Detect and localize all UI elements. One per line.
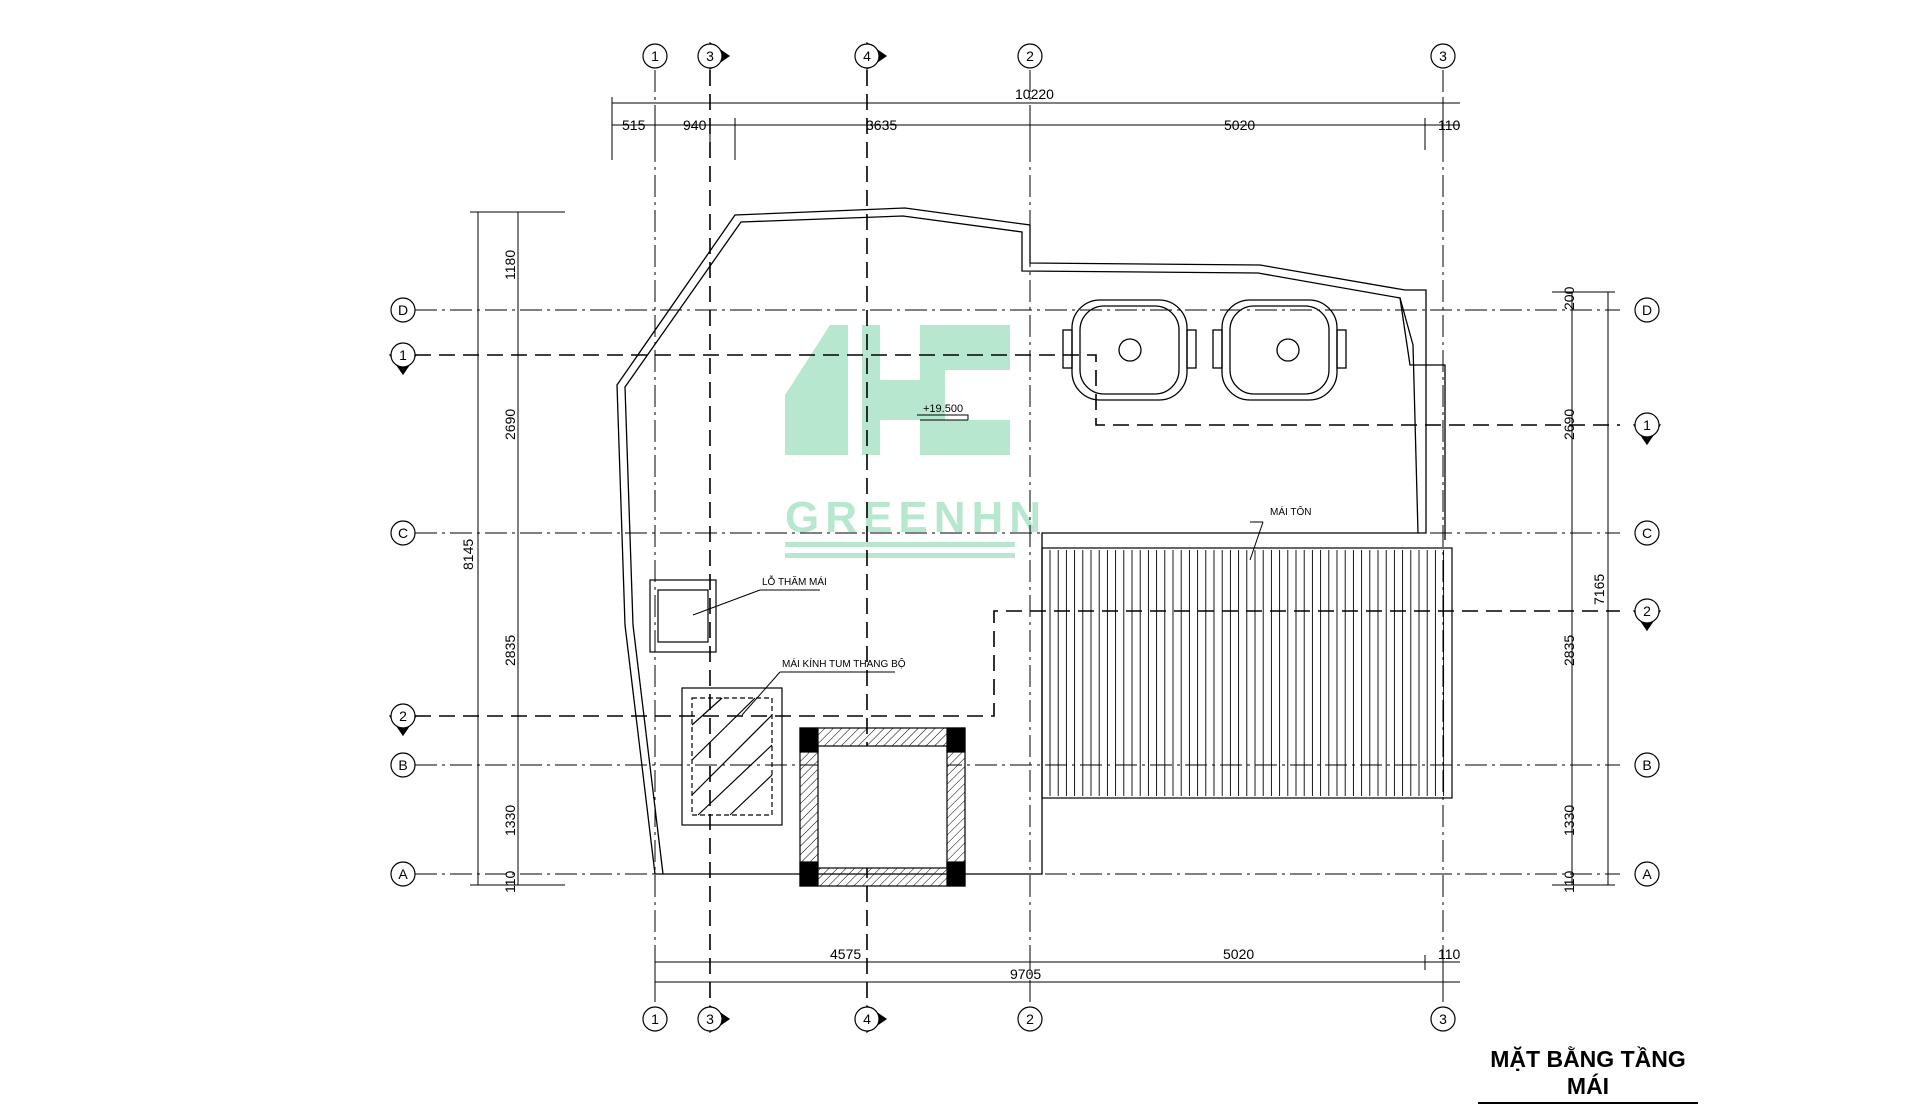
dim-right-3: 2835 bbox=[1561, 635, 1577, 666]
grid-bubble-left-2: 2 bbox=[388, 703, 418, 737]
grid-bubble-right-D: D bbox=[1634, 297, 1660, 323]
grid-bubble-label: 2 bbox=[399, 708, 407, 724]
grid-bubble-label: 1 bbox=[1643, 417, 1651, 433]
grid-bubble-label: 1 bbox=[651, 48, 659, 64]
logo-e-shape bbox=[920, 325, 1010, 455]
grid-bubble-label: A bbox=[398, 866, 408, 882]
grid-bubble-right-1: 1 bbox=[1632, 412, 1662, 446]
grid-bubble-left-C: C bbox=[390, 520, 416, 546]
dim-bottom-1: 4575 bbox=[830, 946, 861, 962]
stair-tower bbox=[799, 727, 966, 887]
grid-bubble-right-2: 2 bbox=[1632, 598, 1662, 632]
grid-bubble-bottom-2: 2 bbox=[1017, 1006, 1043, 1032]
grid-bubble-bottom-4: 4 bbox=[854, 1004, 888, 1034]
dim-top-2: 940 bbox=[683, 117, 707, 133]
grid-bubble-label: D bbox=[1642, 302, 1652, 318]
grid-bubble-right-C: C bbox=[1634, 520, 1660, 546]
grid-bubble-label: 2 bbox=[1643, 603, 1651, 619]
dim-right-4: 1330 bbox=[1561, 805, 1577, 836]
level-label: +19.500 bbox=[923, 403, 963, 415]
dim-right-1: 200 bbox=[1561, 286, 1577, 310]
dim-right-5: 110 bbox=[1561, 870, 1577, 893]
grid-bubble-label: 3 bbox=[706, 48, 714, 64]
water-tank-left bbox=[1062, 299, 1197, 401]
grid-bubble-label: 3 bbox=[1439, 48, 1447, 64]
grid-bubble-label: C bbox=[1642, 525, 1652, 541]
grid-bubble-label: 1 bbox=[651, 1011, 659, 1027]
grid-bubble-label: 4 bbox=[863, 1011, 871, 1027]
grid-bubble-label: B bbox=[1642, 757, 1651, 773]
dim-left-4: 1330 bbox=[502, 805, 518, 836]
dim-bottom-total: 9705 bbox=[1010, 966, 1041, 982]
dim-left-2: 2690 bbox=[502, 409, 518, 440]
dim-left-total: 8145 bbox=[460, 539, 476, 570]
dim-top-3: 3635 bbox=[866, 117, 897, 133]
dim-left-1: 1180 bbox=[502, 250, 518, 280]
grid-bubble-top-3: 3 bbox=[697, 41, 731, 71]
dim-top-4: 5020 bbox=[1224, 117, 1255, 133]
dim-bottom-3: 110 bbox=[1438, 946, 1461, 962]
grid-bubble-label: 2 bbox=[1026, 48, 1034, 64]
grid-bubble-label: 3 bbox=[706, 1011, 714, 1027]
grid-bubble-label: C bbox=[398, 525, 408, 541]
roof-drain-label: LỖ THĂM MÁI bbox=[762, 575, 827, 588]
grid-bubble-left-B: B bbox=[390, 752, 416, 778]
logo-bar-1 bbox=[862, 325, 880, 455]
dim-bottom-2: 5020 bbox=[1223, 946, 1254, 962]
grid-bubble-label: 2 bbox=[1026, 1011, 1034, 1027]
roof-outline-inner bbox=[624, 215, 1419, 875]
grid-bubble-label: B bbox=[398, 757, 407, 773]
grid-bubble-bottom-3: 3 bbox=[1430, 1006, 1456, 1032]
grid-bubble-label: 1 bbox=[399, 347, 407, 363]
parapet-corner bbox=[1399, 297, 1446, 540]
grid-bubble-bottom-1: 1 bbox=[642, 1006, 668, 1032]
grid-bubble-label: A bbox=[1642, 866, 1652, 882]
grid-bubble-top-2: 2 bbox=[1017, 43, 1043, 69]
grid-bubble-right-B: B bbox=[1634, 752, 1660, 778]
grid-bubble-left-D: D bbox=[390, 297, 416, 323]
grid-bubble-top-1: 1 bbox=[642, 43, 668, 69]
logo-text: GREENHN bbox=[785, 493, 1047, 542]
glass-roof-label: MÁI KÍNH TUM THANG BỘ bbox=[782, 657, 906, 670]
dimension-lines bbox=[470, 97, 1615, 990]
roof-outline bbox=[616, 207, 1427, 875]
logo-bar-2 bbox=[880, 380, 920, 420]
roof-plan-drawing: GREENHN bbox=[388, 41, 1662, 1034]
grid-bubble-right-A: A bbox=[1634, 861, 1660, 887]
grid-bubble-label: 4 bbox=[863, 48, 871, 64]
roof-hatch bbox=[649, 579, 717, 653]
logo-house-shape bbox=[785, 325, 848, 455]
dim-top-total: 10220 bbox=[1015, 86, 1054, 102]
dim-top-5: 110 bbox=[1438, 117, 1461, 133]
metal-roof-label: MÁI TÔN bbox=[1270, 505, 1311, 518]
grid-bubble-top-3: 3 bbox=[1430, 43, 1456, 69]
grid-bubble-label: D bbox=[398, 302, 408, 318]
annotation-leaders bbox=[692, 414, 1264, 716]
dim-right-2: 2690 bbox=[1561, 409, 1577, 440]
grid-bubble-label: 3 bbox=[1439, 1011, 1447, 1027]
dim-left-5: 110 bbox=[502, 870, 518, 893]
metal-roof bbox=[1041, 547, 1453, 799]
logo-underline-1 bbox=[785, 542, 1015, 547]
dim-right-total: 7165 bbox=[1591, 574, 1607, 605]
dim-left-3: 2835 bbox=[502, 635, 518, 666]
glass-roof bbox=[681, 687, 783, 826]
water-tank-right bbox=[1212, 299, 1347, 401]
logo-underline-2 bbox=[785, 553, 1015, 558]
grid-bubble-bottom-3: 3 bbox=[697, 1004, 731, 1034]
grid-bubble-top-4: 4 bbox=[854, 41, 888, 71]
grid-bubble-left-A: A bbox=[390, 861, 416, 887]
grid-bubble-left-1: 1 bbox=[388, 342, 418, 376]
drawing-title: MẶT BẰNG TẦNG MÁI bbox=[1478, 1046, 1698, 1104]
greenhn-logo: GREENHN bbox=[785, 325, 1047, 558]
dim-top-1: 515 bbox=[622, 117, 646, 133]
